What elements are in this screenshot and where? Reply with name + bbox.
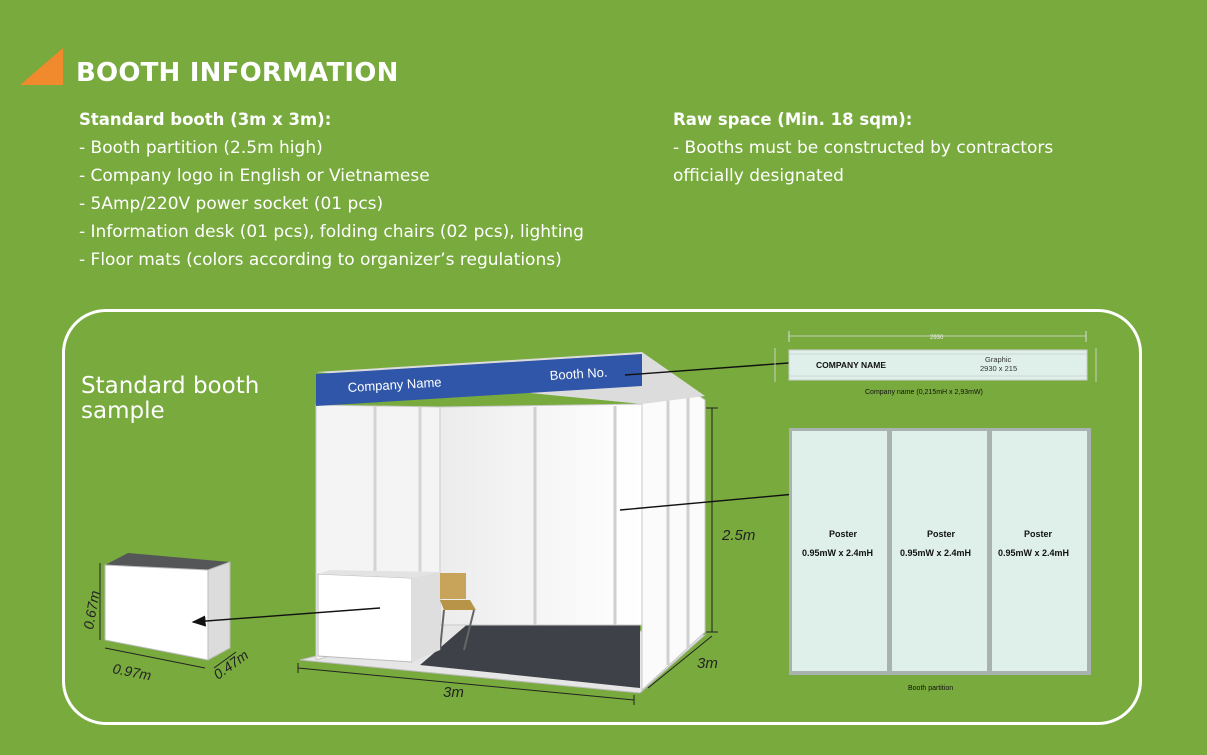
right-wall xyxy=(641,357,706,692)
partition-caption: Booth partition xyxy=(908,685,953,692)
poster-label: Poster xyxy=(829,529,858,539)
sample-title-line: Standard booth xyxy=(81,373,260,399)
arrow-desk xyxy=(191,607,381,627)
poster-size: 0.95mW x 2.4mH xyxy=(900,548,971,558)
standard-item: - Floor mats (colors according to organi… xyxy=(79,250,562,270)
partition-drawing: Poster 0.95mW x 2.4mH Poster 0.95mW x 2.… xyxy=(789,428,1091,692)
poster-panel xyxy=(992,431,1087,671)
standard-booth-heading: Standard booth (3m x 3m): xyxy=(79,110,332,129)
back-wall xyxy=(439,403,643,626)
fascia-company-name: Company Name xyxy=(347,374,442,395)
fascia-caption: Company name (0,215mH x 2,93mW) xyxy=(865,389,983,396)
raw-space-item: officially designated xyxy=(673,166,844,186)
fascia-drawing: 2930 COMPANY NAME Graphic 2930 x 215 Com… xyxy=(774,331,1097,396)
standard-item: - Booth partition (2.5m high) xyxy=(79,138,323,158)
sample-panel xyxy=(62,309,1142,725)
poster-panel xyxy=(792,431,887,671)
dim-depth-label: 3m xyxy=(697,655,718,672)
fascia-drawing-company: COMPANY NAME xyxy=(816,360,886,370)
fascia-board xyxy=(316,354,642,406)
arrow-partition xyxy=(619,488,808,511)
page-title: BOOTH INFORMATION xyxy=(76,58,399,88)
desk-height-label: 0.67m xyxy=(80,589,103,630)
fascia-booth-no: Booth No. xyxy=(549,365,608,383)
standard-item: - Company logo in English or Vietnamese xyxy=(79,166,430,186)
desk-width-label: 0.97m xyxy=(111,660,153,683)
dim-height-label: 2.5m xyxy=(721,527,755,544)
orange-corner-triangle-icon xyxy=(20,48,63,85)
raw-space-item: - Booths must be constructed by contract… xyxy=(673,138,1054,158)
poster-size: 0.95mW x 2.4mH xyxy=(998,548,1069,558)
poster-label: Poster xyxy=(1024,529,1053,539)
booth-3d: Company Name Booth No. xyxy=(299,352,707,694)
sample-title: Standard booth sample xyxy=(81,374,259,424)
arrow-fascia xyxy=(624,357,804,376)
desk-detail xyxy=(99,553,237,669)
dim-width-label: 3m xyxy=(443,684,464,701)
standard-item: - 5Amp/220V power socket (01 pcs) xyxy=(79,194,384,214)
info-desk xyxy=(317,573,413,663)
sample-title-line: sample xyxy=(81,398,165,424)
raw-space-heading: Raw space (Min. 18 sqm): xyxy=(673,110,913,129)
fascia-top-dim: 2930 xyxy=(930,335,944,341)
poster-label: Poster xyxy=(927,529,956,539)
poster-panel xyxy=(892,431,987,671)
booth-dimensions xyxy=(297,407,718,705)
fascia-graphic-label: Graphic xyxy=(985,355,1012,364)
standard-item: - Information desk (01 pcs), folding cha… xyxy=(79,222,584,242)
fascia-graphic-size: 2930 x 215 xyxy=(980,364,1017,373)
carpet xyxy=(420,622,640,688)
poster-size: 0.95mW x 2.4mH xyxy=(802,548,873,558)
